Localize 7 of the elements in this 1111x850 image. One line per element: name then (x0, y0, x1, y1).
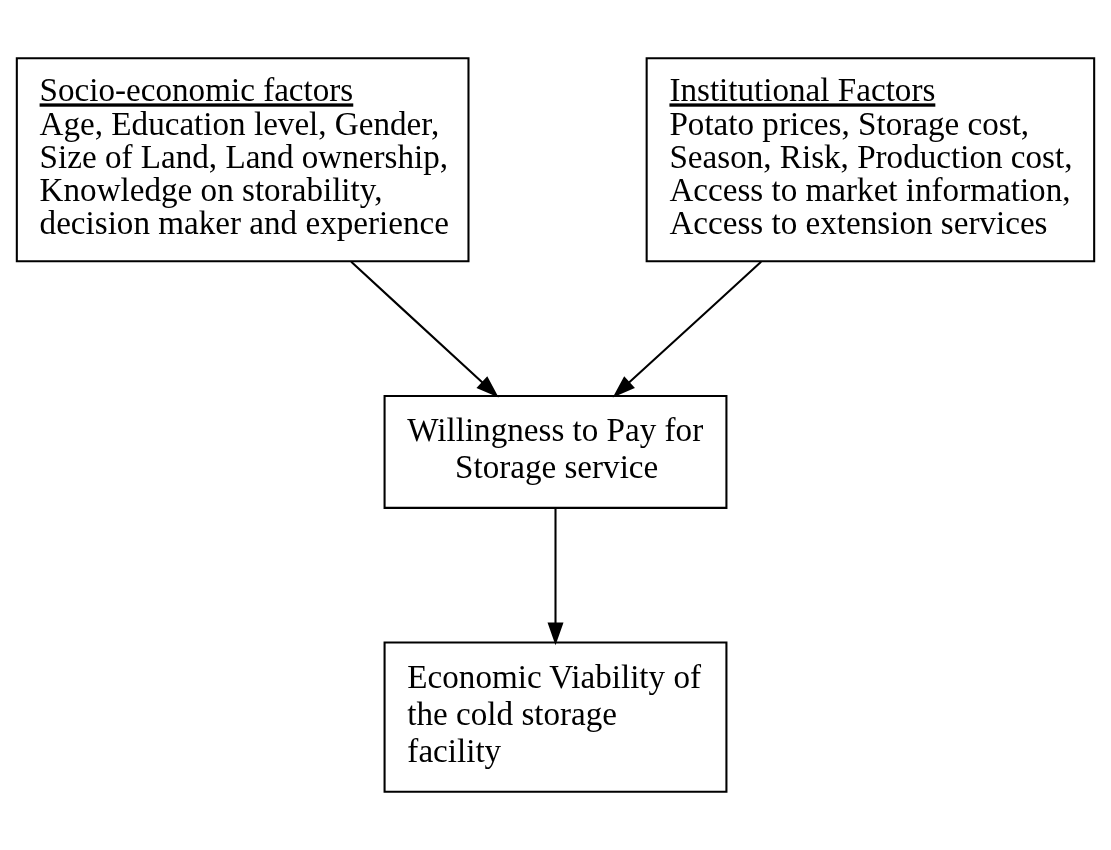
arrow (612, 261, 762, 398)
arrow (547, 508, 564, 646)
arrow (350, 261, 499, 398)
node-box: Socio-economic factors Age, Education level, Gender, Size of Land, Land ownership, Knowledge on storability, decision maker and experience (15, 57, 470, 263)
node-box: Institutional Factors Potato prices, Storage cost, Season, Risk, Production cost, Access to market information, Access to extension services (645, 57, 1096, 263)
node-box: Economic Viability of the cold storage facility (383, 641, 728, 793)
node-box: Willingness to Pay for Storage service (383, 394, 728, 509)
